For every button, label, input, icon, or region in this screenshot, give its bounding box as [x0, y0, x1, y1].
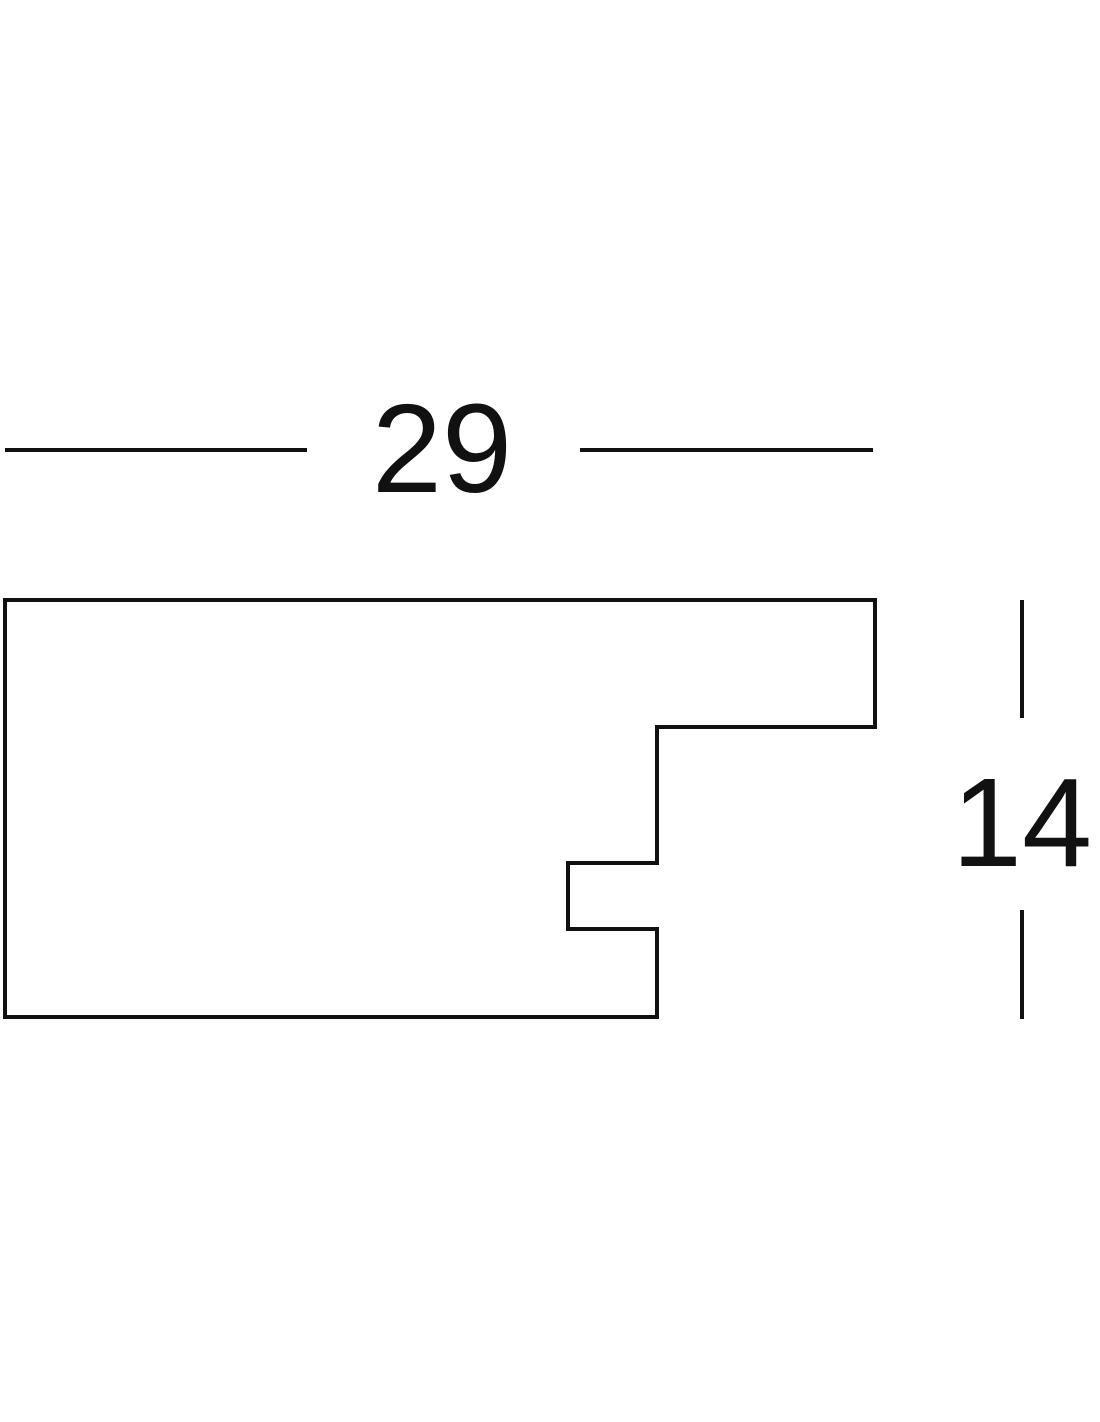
height-dimension-label: 14: [952, 752, 1092, 893]
frame-profile-outline: [3, 598, 877, 1019]
width-dimension-label: 29: [372, 378, 512, 519]
